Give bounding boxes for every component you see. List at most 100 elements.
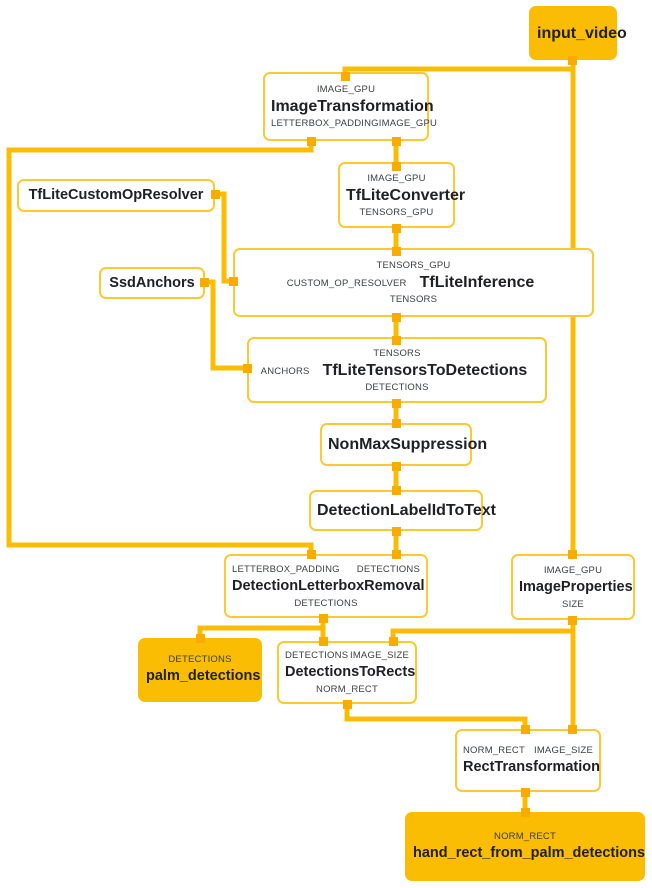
port-label-image-gpu: IMAGE_GPU — [367, 172, 426, 184]
port-connector — [229, 277, 238, 286]
port-label-size: SIZE — [562, 598, 584, 610]
port-connector — [392, 247, 401, 256]
port-label-detections: DETECTIONS — [365, 381, 429, 393]
port-connector — [319, 614, 328, 623]
node-image-transformation[interactable]: IMAGE_GPU ImageTransformation LETTERBOX_… — [263, 72, 437, 141]
port-connector — [343, 700, 352, 709]
node-title: DetectionLabelIdToText — [317, 502, 496, 519]
node-title: TfLiteTensorsToDetections — [322, 361, 528, 379]
title-with-side-input: CUSTOM_OP_RESOLVER TfLiteInference — [235, 273, 592, 292]
port-connector — [521, 788, 530, 797]
input-ports: TENSORS — [249, 348, 545, 359]
port-label-letterbox-padding: LETTERBOX_PADDING — [271, 118, 379, 129]
node-image-properties[interactable]: IMAGE_GPU ImageProperties SIZE — [511, 554, 635, 620]
port-connector — [243, 364, 252, 373]
node-title: TfLiteInference — [419, 274, 535, 291]
port-connector — [392, 486, 401, 495]
node-title: palm_detections — [146, 668, 261, 684]
port-connector — [392, 462, 401, 471]
port-connector — [568, 725, 577, 734]
node-non-max-suppression[interactable]: NonMaxSuppression — [320, 423, 488, 466]
port-label-norm-rect: NORM_RECT — [494, 830, 556, 842]
input-ports: DETECTIONS IMAGE_SIZE — [279, 650, 415, 661]
node-detection-label-id-to-text[interactable]: DetectionLabelIdToText — [309, 490, 496, 531]
edge-custom-op-resolver-to-inference — [215, 191, 233, 284]
port-label-detections: DETECTIONS — [285, 650, 349, 661]
node-detection-letterbox-removal[interactable]: LETTERBOX_PADDING DETECTIONS DetectionLe… — [224, 554, 428, 618]
node-title: DetectionLetterboxRemoval — [232, 577, 425, 594]
port-label-norm-rect: NORM_RECT — [316, 684, 378, 695]
port-label-detections-out: DETECTIONS — [294, 597, 358, 609]
port-connector — [392, 336, 401, 345]
port-connector — [392, 527, 401, 536]
port-label-tensors-gpu: TENSORS_GPU — [359, 206, 434, 218]
node-input-video[interactable]: input_video — [529, 6, 627, 60]
node-hand-rect-from-palm-detections[interactable]: NORM_RECT hand_rect_from_palm_detections — [405, 812, 645, 881]
port-connector — [200, 278, 209, 287]
port-connector — [392, 162, 401, 171]
port-label-image-gpu: IMAGE_GPU — [316, 84, 376, 95]
node-palm-detections[interactable]: DETECTIONS palm_detections — [138, 638, 262, 702]
port-label-tensors-gpu: TENSORS_GPU — [376, 260, 451, 271]
output-ports: TENSORS — [235, 294, 592, 305]
port-label-tensors: TENSORS — [373, 347, 421, 359]
input-ports: IMAGE_GPU — [340, 173, 453, 184]
port-connector — [392, 550, 401, 559]
port-connector — [392, 224, 401, 233]
edge-image-properties-to-detections-to-rects — [390, 620, 576, 641]
port-label-image-size: IMAGE_SIZE — [349, 650, 409, 661]
node-title: SsdAnchors — [109, 274, 195, 291]
port-label-image-size: IMAGE_SIZE — [533, 744, 593, 756]
port-label-custom-op-resolver: CUSTOM_OP_RESOLVER — [286, 278, 407, 289]
node-ssd-anchors[interactable]: SsdAnchors — [99, 267, 205, 299]
node-tflite-converter[interactable]: IMAGE_GPU TfLiteConverter TENSORS_GPU — [338, 162, 466, 228]
output-ports: DETECTIONS — [249, 382, 545, 393]
node-rect-transformation[interactable]: NORM_RECT IMAGE_SIZE RectTransformation — [455, 729, 601, 792]
port-connector — [568, 56, 577, 65]
port-connector — [392, 313, 401, 322]
port-label-image-gpu-out: IMAGE_GPU — [378, 118, 438, 129]
node-title: TfLiteCustomOpResolver — [28, 187, 204, 203]
port-label-norm-rect: NORM_RECT — [463, 744, 525, 756]
input-ports: LETTERBOX_PADDING DETECTIONS — [226, 564, 426, 575]
port-connector — [392, 137, 401, 146]
node-title: input_video — [537, 24, 627, 42]
node-title: ImageProperties — [519, 578, 633, 595]
edge-detections-to-rects-to-rect-transformation — [344, 704, 528, 729]
node-title: hand_rect_from_palm_detections — [413, 844, 646, 861]
port-label-detections: DETECTIONS — [168, 654, 232, 665]
port-label-detections: DETECTIONS — [356, 563, 420, 575]
port-connector — [196, 634, 205, 643]
output-ports: DETECTIONS — [226, 598, 426, 609]
node-title: NonMaxSuppression — [328, 436, 488, 453]
port-connector — [211, 190, 220, 199]
edge-letterbox-removal-to-palm-detections — [197, 618, 326, 638]
node-tflite-tensors-to-detections[interactable]: TENSORS ANCHORS TfLiteTensorsToDetection… — [247, 337, 547, 403]
input-ports: IMAGE_GPU — [513, 565, 633, 576]
input-ports: TENSORS_GPU — [235, 260, 592, 271]
port-connector — [389, 637, 398, 646]
port-label-letterbox-padding: LETTERBOX_PADDING — [232, 563, 340, 575]
port-label-tensors: TENSORS — [389, 294, 438, 305]
node-title: RectTransformation — [463, 758, 600, 775]
node-title: ImageTransformation — [271, 98, 434, 115]
node-title: TfLiteConverter — [346, 186, 466, 204]
port-connector — [521, 808, 530, 817]
port-connector — [568, 550, 577, 559]
title-with-side-input: ANCHORS TfLiteTensorsToDetections — [249, 361, 545, 380]
node-title: DetectionsToRects — [285, 664, 416, 680]
output-ports: NORM_RECT — [279, 684, 415, 695]
input-ports: NORM_RECT IMAGE_SIZE — [457, 745, 599, 756]
input-ports: NORM_RECT — [407, 831, 643, 842]
port-connector — [568, 616, 577, 625]
port-connector — [392, 399, 401, 408]
node-tflite-inference[interactable]: TENSORS_GPU CUSTOM_OP_RESOLVER TfLiteInf… — [233, 248, 594, 317]
input-ports: DETECTIONS — [140, 654, 260, 665]
output-ports: TENSORS_GPU — [340, 207, 453, 218]
input-ports: IMAGE_GPU — [265, 84, 427, 95]
output-ports: LETTERBOX_PADDING IMAGE_GPU — [265, 118, 437, 129]
port-connector — [521, 725, 530, 734]
node-tflite-custom-op-resolver[interactable]: TfLiteCustomOpResolver — [17, 179, 215, 212]
node-detections-to-rects[interactable]: DETECTIONS IMAGE_SIZE DetectionsToRects … — [277, 641, 417, 704]
